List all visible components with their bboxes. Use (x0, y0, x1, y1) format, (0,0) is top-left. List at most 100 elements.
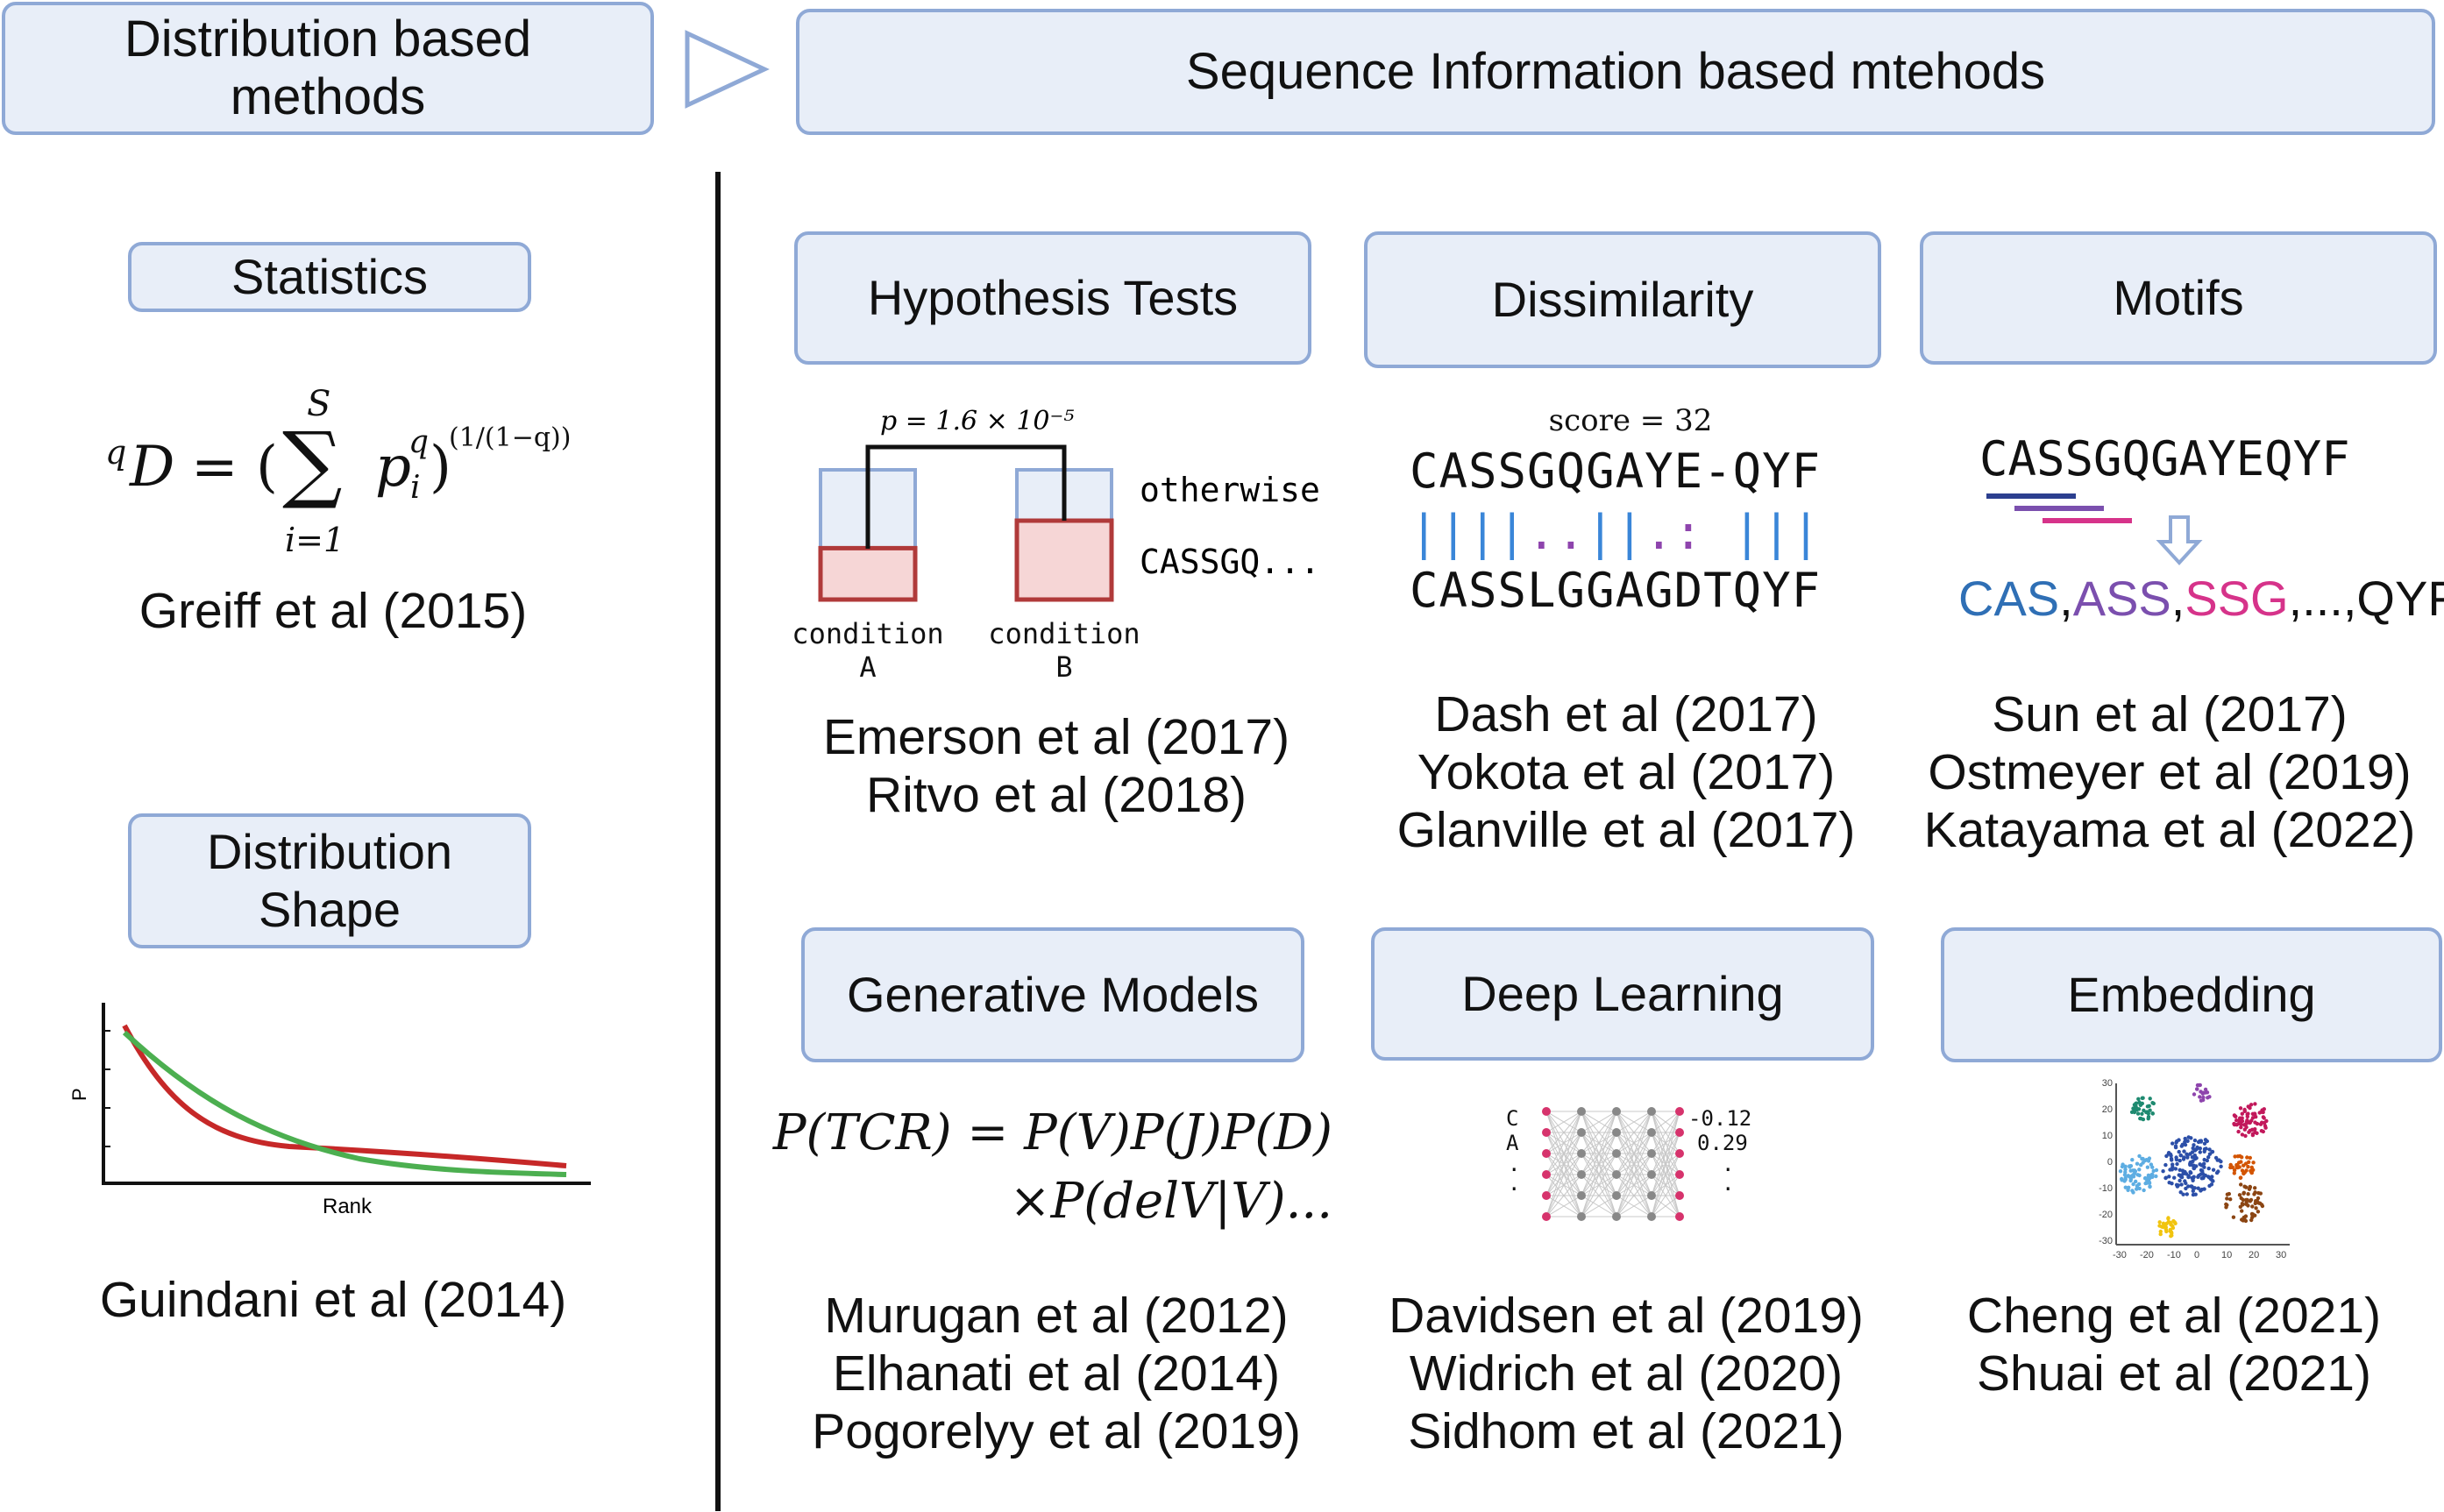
scatter-point (2127, 1185, 2131, 1189)
deep-learning-label: Deep Learning (1461, 966, 1784, 1021)
scatter-point (2247, 1160, 2251, 1164)
reference: Elhanati et al (2014) (832, 1345, 1281, 1402)
y-axis-ticks (103, 1030, 110, 1147)
scatter-point (2211, 1179, 2215, 1183)
scatter-point (2242, 1184, 2247, 1189)
reference: Sidhom et al (2021) (1408, 1403, 1844, 1459)
kmer-separator: , (2170, 571, 2185, 626)
scatter-point (2150, 1175, 2155, 1179)
scatter-point (2211, 1168, 2216, 1172)
scatter-point (2199, 1172, 2203, 1176)
scatter-point (2260, 1120, 2264, 1125)
nn-node (1542, 1212, 1551, 1221)
scatter-point (2170, 1231, 2174, 1235)
nn-input-label: C (1506, 1106, 1519, 1131)
scatter-point (2243, 1133, 2248, 1139)
generative-models-box: Generative Models (801, 927, 1304, 1062)
formula-sum-icon: ∑ (282, 414, 343, 512)
match-mark: . (1645, 505, 1674, 560)
nn-node (1542, 1149, 1551, 1158)
scatter-point (2230, 1165, 2234, 1169)
nn-node (1647, 1170, 1656, 1179)
scatter-point (2178, 1158, 2182, 1163)
scatter-point (2139, 1162, 2143, 1168)
scatter-point (2186, 1175, 2191, 1180)
dissimilarity-references: Dash et al (2017) Yokota et al (2017) Gl… (1350, 685, 1902, 859)
nn-input-label: . (1508, 1171, 1521, 1196)
scatter-point (2183, 1136, 2187, 1141)
scatter-cluster (2129, 1096, 2156, 1122)
match-mark: | (1468, 505, 1498, 560)
vertical-divider (715, 172, 721, 1511)
scatter-point (2242, 1191, 2246, 1196)
scatter-point (2172, 1175, 2177, 1180)
scatter-point (2158, 1229, 2163, 1234)
scatter-y-tick: 20 (2101, 1104, 2113, 1115)
nn-node (1647, 1191, 1656, 1200)
scatter-point (2239, 1125, 2243, 1130)
nn-node (1612, 1170, 1621, 1179)
nn-output-label: . (1722, 1152, 1735, 1176)
scatter-point (2149, 1162, 2154, 1167)
scatter-cluster (2228, 1154, 2256, 1180)
condition-a-label: condition A (792, 617, 944, 684)
scatter-point (2202, 1146, 2207, 1152)
scatter-point (2151, 1168, 2156, 1174)
scatter-point (2174, 1155, 2178, 1160)
tsne-scatter (2115, 1083, 2290, 1246)
scatter-point (2242, 1163, 2246, 1168)
scatter-point (2136, 1107, 2142, 1111)
scatter-point (2140, 1096, 2144, 1100)
match-mark: . (1556, 505, 1587, 560)
match-mark (1703, 505, 1733, 560)
scatter-point (2255, 1131, 2259, 1135)
scatter-point (2135, 1161, 2140, 1166)
scatter-point (2177, 1149, 2181, 1154)
scatter-point (2231, 1215, 2236, 1219)
scatter-point (2192, 1092, 2197, 1097)
scatter-point (2137, 1154, 2142, 1159)
dissimilarity-label: Dissimilarity (1491, 272, 1754, 327)
nn-node (1612, 1212, 1621, 1221)
reference: Pogorelyy et al (2019) (812, 1403, 1301, 1459)
scatter-cluster (2161, 1135, 2223, 1197)
red-rank-curve (122, 1024, 567, 1168)
scatter-y-tick: 10 (2101, 1131, 2113, 1141)
scatter-point (2196, 1175, 2200, 1179)
scatter-point (2196, 1186, 2200, 1190)
scatter-point (2250, 1204, 2255, 1209)
scatter-point (2195, 1083, 2200, 1088)
scatter-point (2175, 1161, 2179, 1167)
reference: Greiff et al (2015) (139, 583, 528, 639)
scatter-point (2168, 1152, 2173, 1157)
scatter-point (2236, 1121, 2241, 1126)
kmer-ass: ASS (2072, 571, 2171, 626)
nn-node (1542, 1107, 1551, 1116)
scatter-point (2192, 1163, 2196, 1168)
nn-node (1577, 1128, 1586, 1137)
scatter-point (2249, 1165, 2254, 1170)
scatter-point (2192, 1143, 2196, 1147)
kmer-separator: , (2288, 571, 2303, 626)
scatter-point (2225, 1196, 2229, 1201)
match-mark: | (1410, 505, 1439, 560)
scatter-point (2206, 1166, 2211, 1171)
scatter-point (2191, 1159, 2195, 1164)
scatter-x-tick: -10 (2167, 1250, 2181, 1260)
scatter-point (2250, 1132, 2256, 1136)
scatter-point (2168, 1228, 2172, 1232)
nn-node (1675, 1170, 1684, 1179)
nn-node (1647, 1212, 1656, 1221)
scatter-point (2193, 1192, 2198, 1196)
reference: Ostmeyer et al (2019) (1928, 744, 2412, 800)
scatter-x-tick: 20 (2249, 1250, 2260, 1260)
scatter-point (2181, 1171, 2185, 1176)
scatter-point (2148, 1108, 2152, 1112)
scatter-point (2245, 1155, 2249, 1160)
scatter-point (2240, 1209, 2244, 1213)
scatter-y-tick: -20 (2099, 1210, 2113, 1220)
scatter-point (2196, 1139, 2201, 1145)
scatter-point (2188, 1170, 2192, 1175)
scatter-y-tick: -30 (2099, 1236, 2113, 1246)
neural-network (1542, 1107, 1684, 1221)
